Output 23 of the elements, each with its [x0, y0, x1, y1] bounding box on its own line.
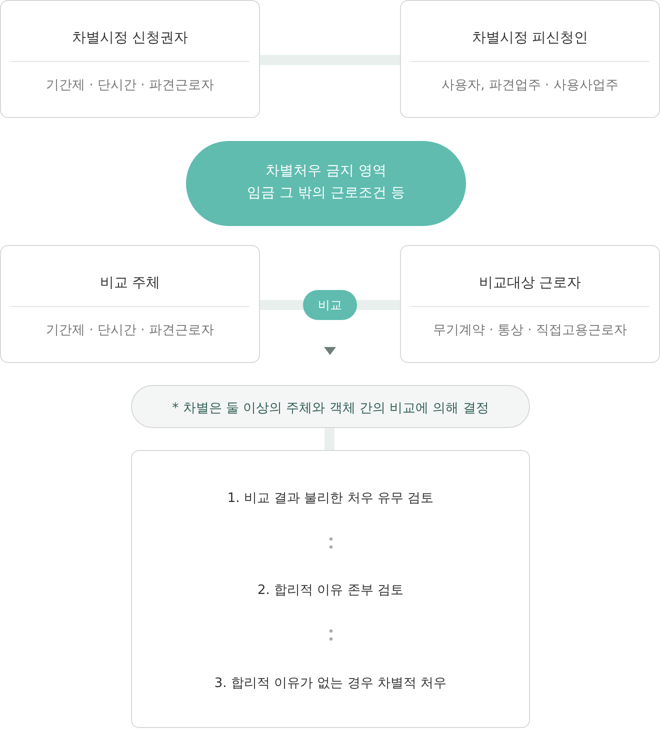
card-subtitle: 무기계약 · 통상 · 직접고용근로자 — [433, 322, 627, 340]
card-title: 차별시정 피신청인 — [472, 29, 588, 48]
card-subtitle: 기간제 · 단시간 · 파견근로자 — [46, 322, 214, 340]
info-card — [0, 0, 260, 118]
note-pill — [131, 385, 530, 428]
step-text: 1. 비교 결과 불리한 처우 유무 검토 — [227, 490, 434, 508]
step-text: 3. 합리적 이유가 없는 경우 차별적 처우 — [214, 675, 447, 693]
card-subtitle: 사용자, 파견업주 · 사용사업주 — [442, 77, 618, 95]
card-title: 비교 주체 — [100, 274, 160, 293]
info-card — [400, 245, 660, 363]
pill-text: 차별처우 금지 영역 — [266, 162, 386, 181]
edge-label: 비교 — [303, 290, 357, 320]
connector-bar — [260, 55, 400, 65]
connector-bar — [324, 428, 334, 450]
info-card — [400, 0, 660, 118]
note-text: * 차별은 둘 이상의 주체와 객체 간의 비교에 의해 결정 — [172, 400, 489, 418]
steps-box — [131, 450, 530, 728]
card-title: 차별시정 신청권자 — [72, 29, 188, 48]
info-card — [0, 245, 260, 363]
pill-text: 임금 그 밖의 근로조건 등 — [247, 184, 405, 203]
card-subtitle: 기간제 · 단시간 · 파견근로자 — [46, 77, 214, 95]
card-title: 비교대상 근로자 — [478, 274, 582, 293]
step-text: 2. 합리적 이유 존부 검토 — [258, 582, 404, 600]
